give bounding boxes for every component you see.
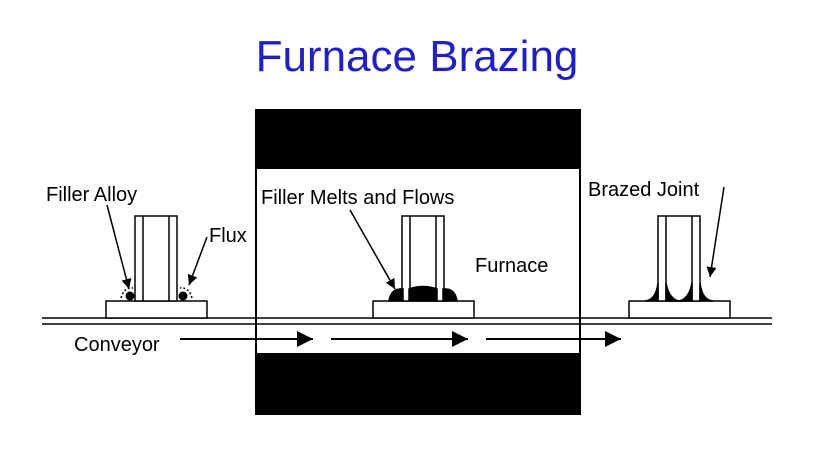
furnace-bottom-wall bbox=[256, 353, 580, 414]
tube-wall bbox=[134, 215, 178, 302]
leader-filler-alloy bbox=[106, 204, 132, 290]
furnace-top-wall bbox=[256, 110, 580, 169]
leader-flux bbox=[187, 236, 208, 286]
molten-filler bbox=[442, 288, 458, 302]
molten-filler bbox=[388, 288, 404, 302]
furnace bbox=[255, 109, 581, 415]
base-plate bbox=[372, 300, 475, 319]
label-brazed-joint: Brazed Joint bbox=[588, 179, 700, 201]
flux-coating bbox=[179, 287, 193, 299]
leader-lines bbox=[106, 186, 725, 290]
flux-coating bbox=[120, 287, 134, 299]
diagram-title: Furnace Brazing bbox=[256, 32, 579, 81]
base-plate bbox=[628, 300, 731, 319]
assembly-after bbox=[628, 215, 731, 319]
leader-brazed-joint bbox=[706, 186, 725, 278]
label-conveyor: Conveyor bbox=[74, 334, 160, 356]
assembly-before bbox=[105, 215, 208, 319]
label-furnace: Furnace bbox=[475, 255, 548, 277]
brazed-fillet bbox=[699, 282, 714, 302]
base-plate bbox=[105, 300, 208, 319]
tube-wall bbox=[657, 215, 701, 302]
leader-filler-melts bbox=[349, 209, 396, 290]
assembly-in-furnace bbox=[372, 215, 475, 319]
filler-ring bbox=[178, 291, 188, 301]
filler-ring bbox=[125, 291, 135, 301]
label-filler-alloy: Filler Alloy bbox=[46, 184, 137, 206]
brazed-fillet bbox=[678, 282, 693, 302]
label-flux: Flux bbox=[209, 225, 247, 247]
brazed-fillet bbox=[644, 282, 659, 302]
molten-filler bbox=[408, 285, 438, 302]
label-filler-melts: Filler Melts and Flows bbox=[261, 187, 454, 209]
